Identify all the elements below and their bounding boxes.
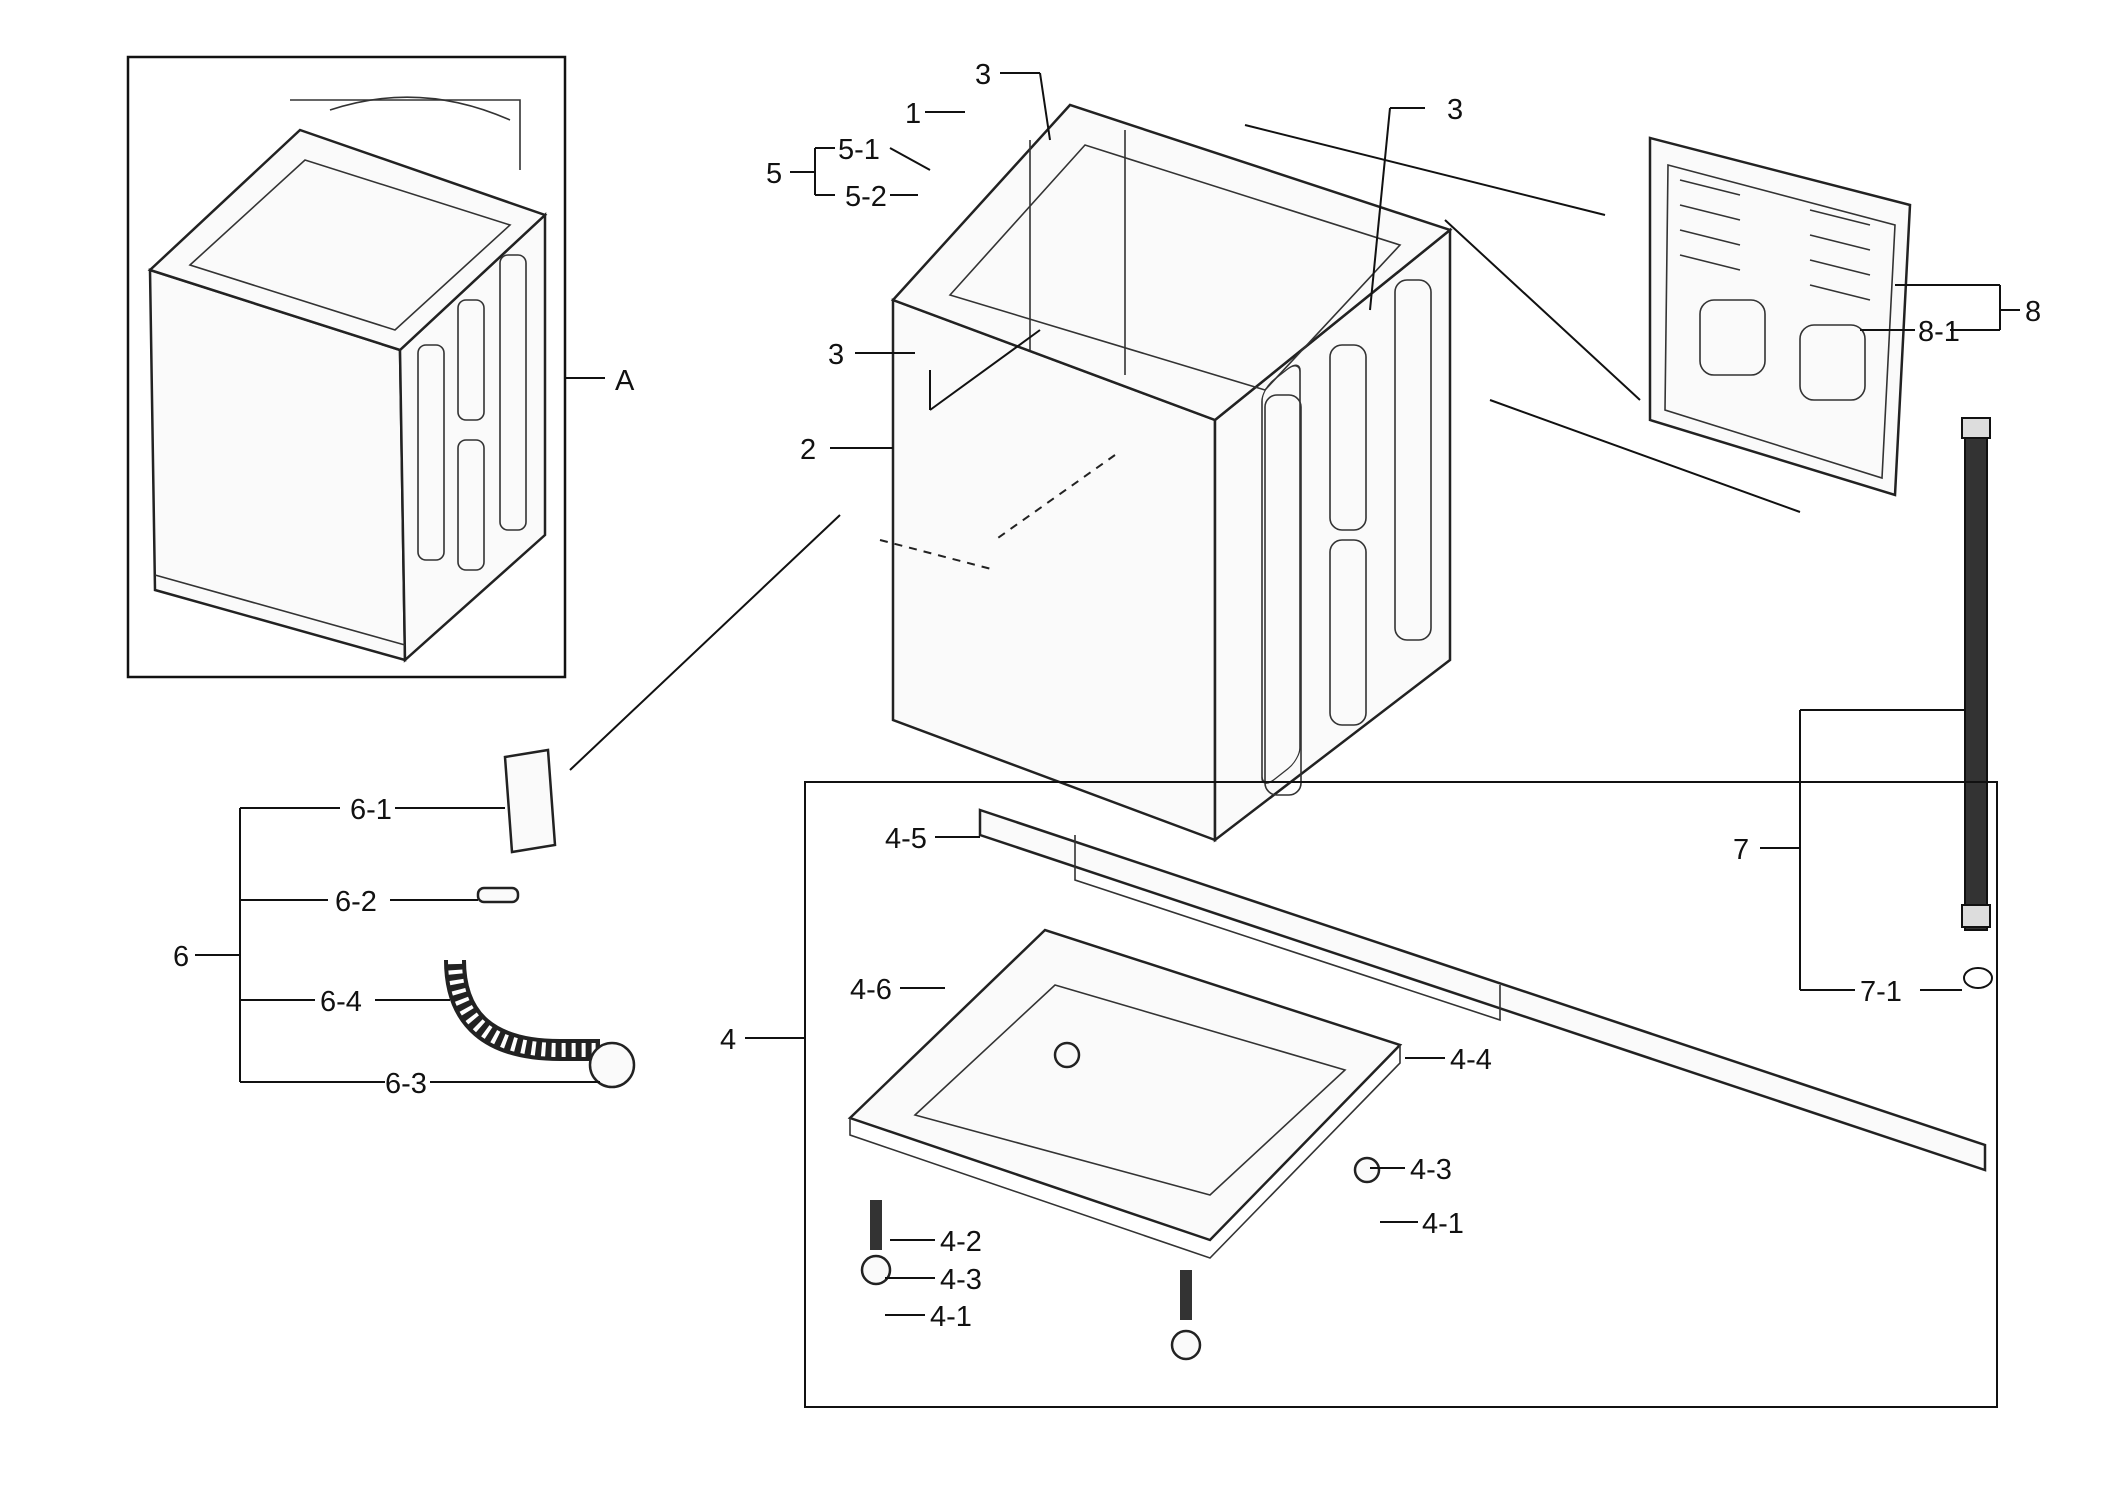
label-4-4: 4-4 bbox=[1450, 1044, 1492, 1076]
cabinet-part-2 bbox=[879, 103, 1453, 843]
label-8: 8 bbox=[2025, 296, 2041, 328]
base-frame-part-4 bbox=[804, 781, 1998, 1408]
detail-a-view bbox=[126, 55, 567, 679]
label-7: 7 bbox=[1733, 834, 1749, 866]
drain-assembly-part-6 bbox=[444, 748, 636, 1089]
label-4-3-left: 4-3 bbox=[940, 1264, 982, 1296]
label-3-top: 3 bbox=[975, 59, 991, 91]
label-4-3-right: 4-3 bbox=[1410, 1154, 1452, 1186]
label-5-2: 5-2 bbox=[845, 181, 887, 213]
label-4-5: 4-5 bbox=[885, 823, 927, 855]
label-4: 4 bbox=[720, 1024, 736, 1056]
label-4-1-left: 4-1 bbox=[930, 1301, 972, 1333]
label-4-6: 4-6 bbox=[850, 974, 892, 1006]
label-4-2: 4-2 bbox=[940, 1226, 982, 1258]
label-A: A bbox=[615, 365, 635, 397]
label-6-3: 6-3 bbox=[385, 1068, 427, 1100]
label-5: 5 bbox=[766, 158, 782, 190]
drain-hose-part-7 bbox=[1961, 417, 1993, 989]
label-3-right: 3 bbox=[1447, 94, 1463, 126]
label-6-4: 6-4 bbox=[320, 986, 362, 1018]
leader-lines bbox=[195, 72, 2020, 1316]
label-8-1: 8-1 bbox=[1918, 316, 1960, 348]
label-3-left: 3 bbox=[828, 339, 844, 371]
label-2: 2 bbox=[800, 434, 816, 466]
label-6-2: 6-2 bbox=[335, 886, 377, 918]
label-6-1: 6-1 bbox=[350, 794, 392, 826]
label-4-1-right: 4-1 bbox=[1422, 1208, 1464, 1240]
label-6: 6 bbox=[173, 941, 189, 973]
rear-panel-part-8 bbox=[1648, 136, 1912, 497]
label-7-1: 7-1 bbox=[1860, 976, 1902, 1008]
label-1: 1 bbox=[905, 98, 921, 130]
label-5-1: 5-1 bbox=[838, 134, 880, 166]
